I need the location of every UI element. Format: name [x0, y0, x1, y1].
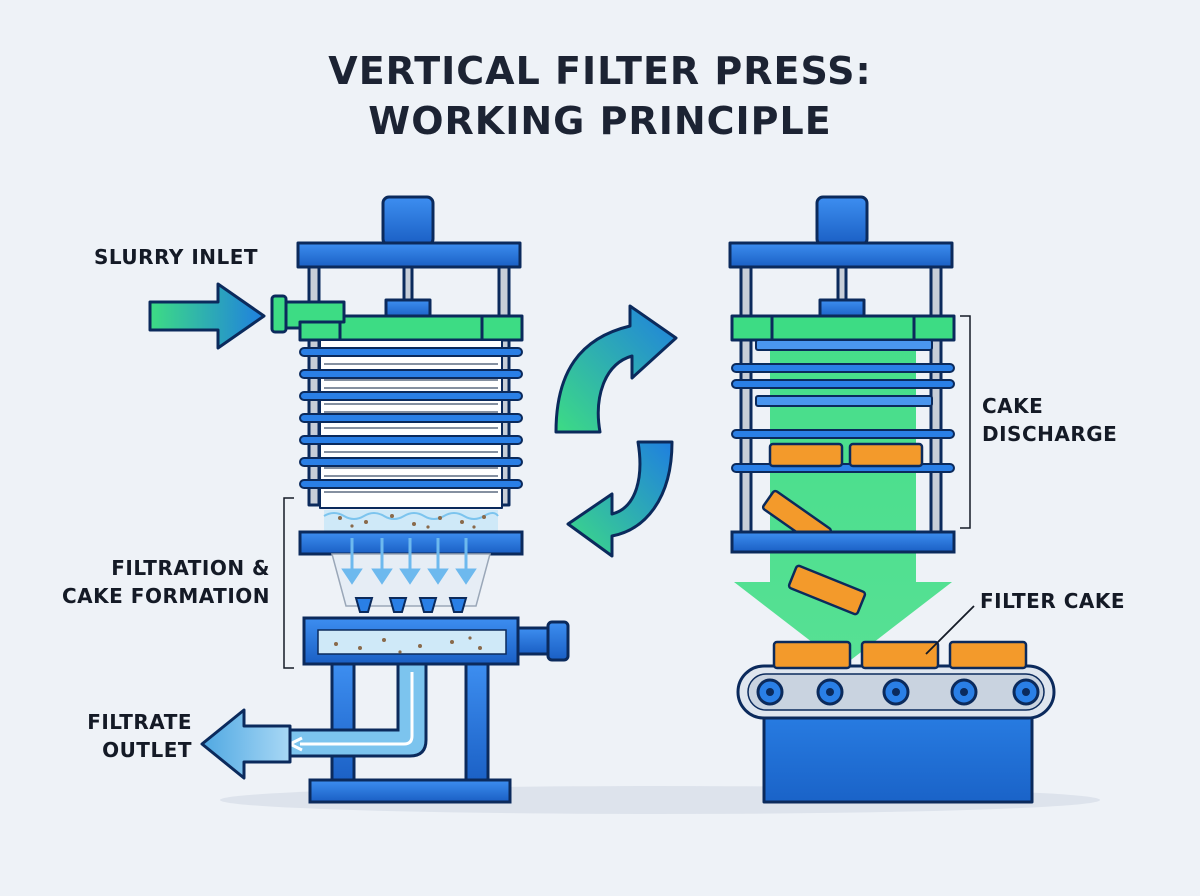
label-filter-cake: FILTER CAKE	[980, 589, 1125, 613]
inlet-arrow-icon	[148, 282, 266, 350]
filtration-arrows	[341, 538, 477, 585]
right-guide-rod-left	[739, 265, 753, 537]
collection-trough	[302, 616, 570, 666]
right-pressure-plate	[730, 314, 956, 342]
filter-cake-pointer	[925, 605, 975, 655]
filter-cakes-on-belt	[772, 640, 1028, 670]
label-filtrate-line-2: OUTLET	[102, 738, 192, 762]
cylinder-top	[381, 195, 435, 247]
label-cake-discharge-line-1: CAKE	[982, 394, 1043, 418]
label-slurry-inlet: SLURRY INLET	[94, 245, 258, 269]
filtrate-flow-line	[300, 672, 414, 746]
right-top-beam	[728, 241, 954, 269]
label-filtration-line-1: FILTRATION &	[111, 556, 270, 580]
cycle-arrows-icon	[554, 304, 678, 558]
trough-sediment	[334, 636, 482, 654]
left-filter-press	[270, 195, 524, 509]
right-plates	[731, 339, 955, 473]
falling-cake	[787, 564, 867, 616]
filtrate-outlet-pipe	[284, 662, 428, 758]
inlet-flange	[270, 294, 288, 334]
filter-plates	[299, 347, 523, 489]
slurry-chamber	[323, 510, 499, 532]
right-cylinder-top	[815, 195, 869, 247]
label-filtrate-line-1: FILTRATE	[87, 710, 192, 734]
label-filtration-line-2: CAKE FORMATION	[62, 584, 270, 608]
page-title-line-2: WORKING PRINCIPLE	[368, 99, 831, 143]
filtrate-arrow-icon	[200, 708, 292, 780]
discharge-nozzles	[354, 597, 468, 613]
guide-rod-center	[402, 265, 414, 305]
label-cake-discharge-line-2: DISCHARGE	[982, 422, 1117, 446]
filtration-bracket	[283, 497, 294, 669]
top-beam	[296, 241, 522, 269]
right-bottom-plate	[730, 530, 956, 554]
page-title-line-1: VERTICAL FILTER PRESS:	[328, 49, 871, 93]
discharge-bracket	[960, 315, 971, 529]
